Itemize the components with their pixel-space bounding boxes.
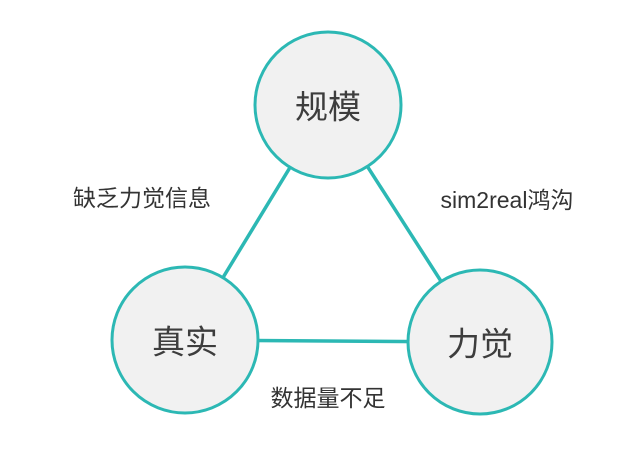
node-bottom-left: 真实 — [110, 265, 260, 415]
node-bottom-right-label: 力觉 — [447, 326, 513, 363]
node-bottom-left-label: 真实 — [152, 324, 218, 361]
node-bottom-right: 力觉 — [406, 268, 554, 416]
edge-label-bottom: 数据量不足 — [271, 385, 386, 411]
node-top-circle — [253, 30, 403, 180]
node-bottom-right-circle — [406, 268, 554, 416]
node-top-label: 规模 — [295, 89, 361, 126]
node-top: 规模 — [253, 30, 403, 180]
edge-label-right: sim2real鸿沟 — [441, 187, 574, 213]
node-bottom-left-circle — [110, 265, 260, 415]
edge-label-left: 缺乏力觉信息 — [73, 185, 211, 211]
